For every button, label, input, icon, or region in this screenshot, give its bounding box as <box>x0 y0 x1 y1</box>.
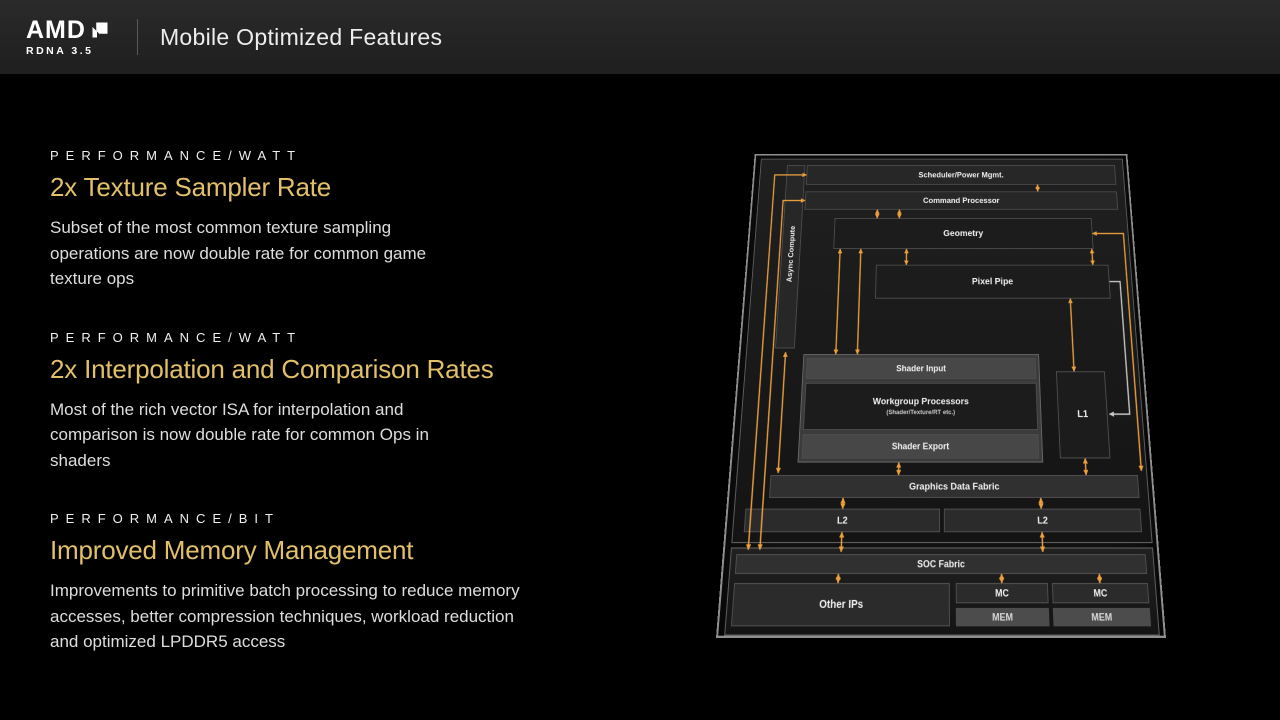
amd-wordmark: AMD <box>26 15 86 44</box>
architecture-diagram: Async Compute Scheduler/Power Mgmt. Comm… <box>716 138 1166 638</box>
block-mc-left: MC <box>955 582 1049 604</box>
block-soc-fabric: SOC Fabric <box>734 554 1148 575</box>
section-body: Improvements to primitive batch processi… <box>50 581 520 651</box>
block-shader-export: Shader Export <box>801 434 1040 459</box>
section-title: 2x Texture Sampler Rate <box>50 172 332 202</box>
workgroup-subtitle: (Shader/Texture/RT etc.) <box>886 409 956 417</box>
feature-sections: PERFORMANCE/WATT 2x Texture Sampler Rate… <box>50 148 650 693</box>
block-mc-right: MC <box>1051 582 1150 604</box>
block-shader-input: Shader Input <box>805 357 1037 379</box>
block-mem-left: MEM <box>955 607 1050 627</box>
block-graphics-data-fabric: Graphics Data Fabric <box>769 474 1140 499</box>
rdna-version-label: RDNA 3.5 <box>26 44 94 57</box>
block-geometry: Geometry <box>833 218 1094 250</box>
section-title: Improved Memory Management <box>50 535 414 565</box>
section-body: Most of the rich vector ISA for interpol… <box>50 399 429 470</box>
header-bar: AMD RDNA 3.5 Mobile Optimized Features <box>0 0 1280 74</box>
section-eyebrow: PERFORMANCE/WATT <box>50 148 303 163</box>
block-mem-right: MEM <box>1052 607 1152 627</box>
amd-logo: AMD RDNA 3.5 <box>26 15 109 57</box>
feature-section-memory: PERFORMANCE/BIT Improved Memory Manageme… <box>50 511 650 655</box>
block-l2-left: L2 <box>743 508 941 533</box>
section-eyebrow: PERFORMANCE/BIT <box>50 511 280 526</box>
block-scheduler: Scheduler/Power Mgmt. <box>805 165 1117 185</box>
block-workgroup-processors: Workgroup Processors (Shader/Texture/RT … <box>803 382 1039 431</box>
block-pixel-pipe: Pixel Pipe <box>875 264 1111 299</box>
block-l2-right: L2 <box>943 508 1143 533</box>
amd-arrow-icon <box>92 22 108 38</box>
feature-section-texture-sampler: PERFORMANCE/WATT 2x Texture Sampler Rate… <box>50 148 650 292</box>
diagram-perspective: Async Compute Scheduler/Power Mgmt. Comm… <box>716 154 1166 638</box>
feature-section-interpolation: PERFORMANCE/WATT 2x Interpolation and Co… <box>50 330 650 474</box>
page-title: Mobile Optimized Features <box>159 23 443 50</box>
block-l1-cache: L1 <box>1055 371 1111 459</box>
section-body: Subset of the most common texture sampli… <box>50 218 427 288</box>
section-eyebrow: PERFORMANCE/WATT <box>50 329 303 345</box>
block-command-processor: Command Processor <box>804 191 1119 210</box>
block-other-ips: Other IPs <box>730 582 950 627</box>
section-title: 2x Interpolation and Comparison Rates <box>50 353 494 384</box>
header-divider <box>136 19 138 55</box>
